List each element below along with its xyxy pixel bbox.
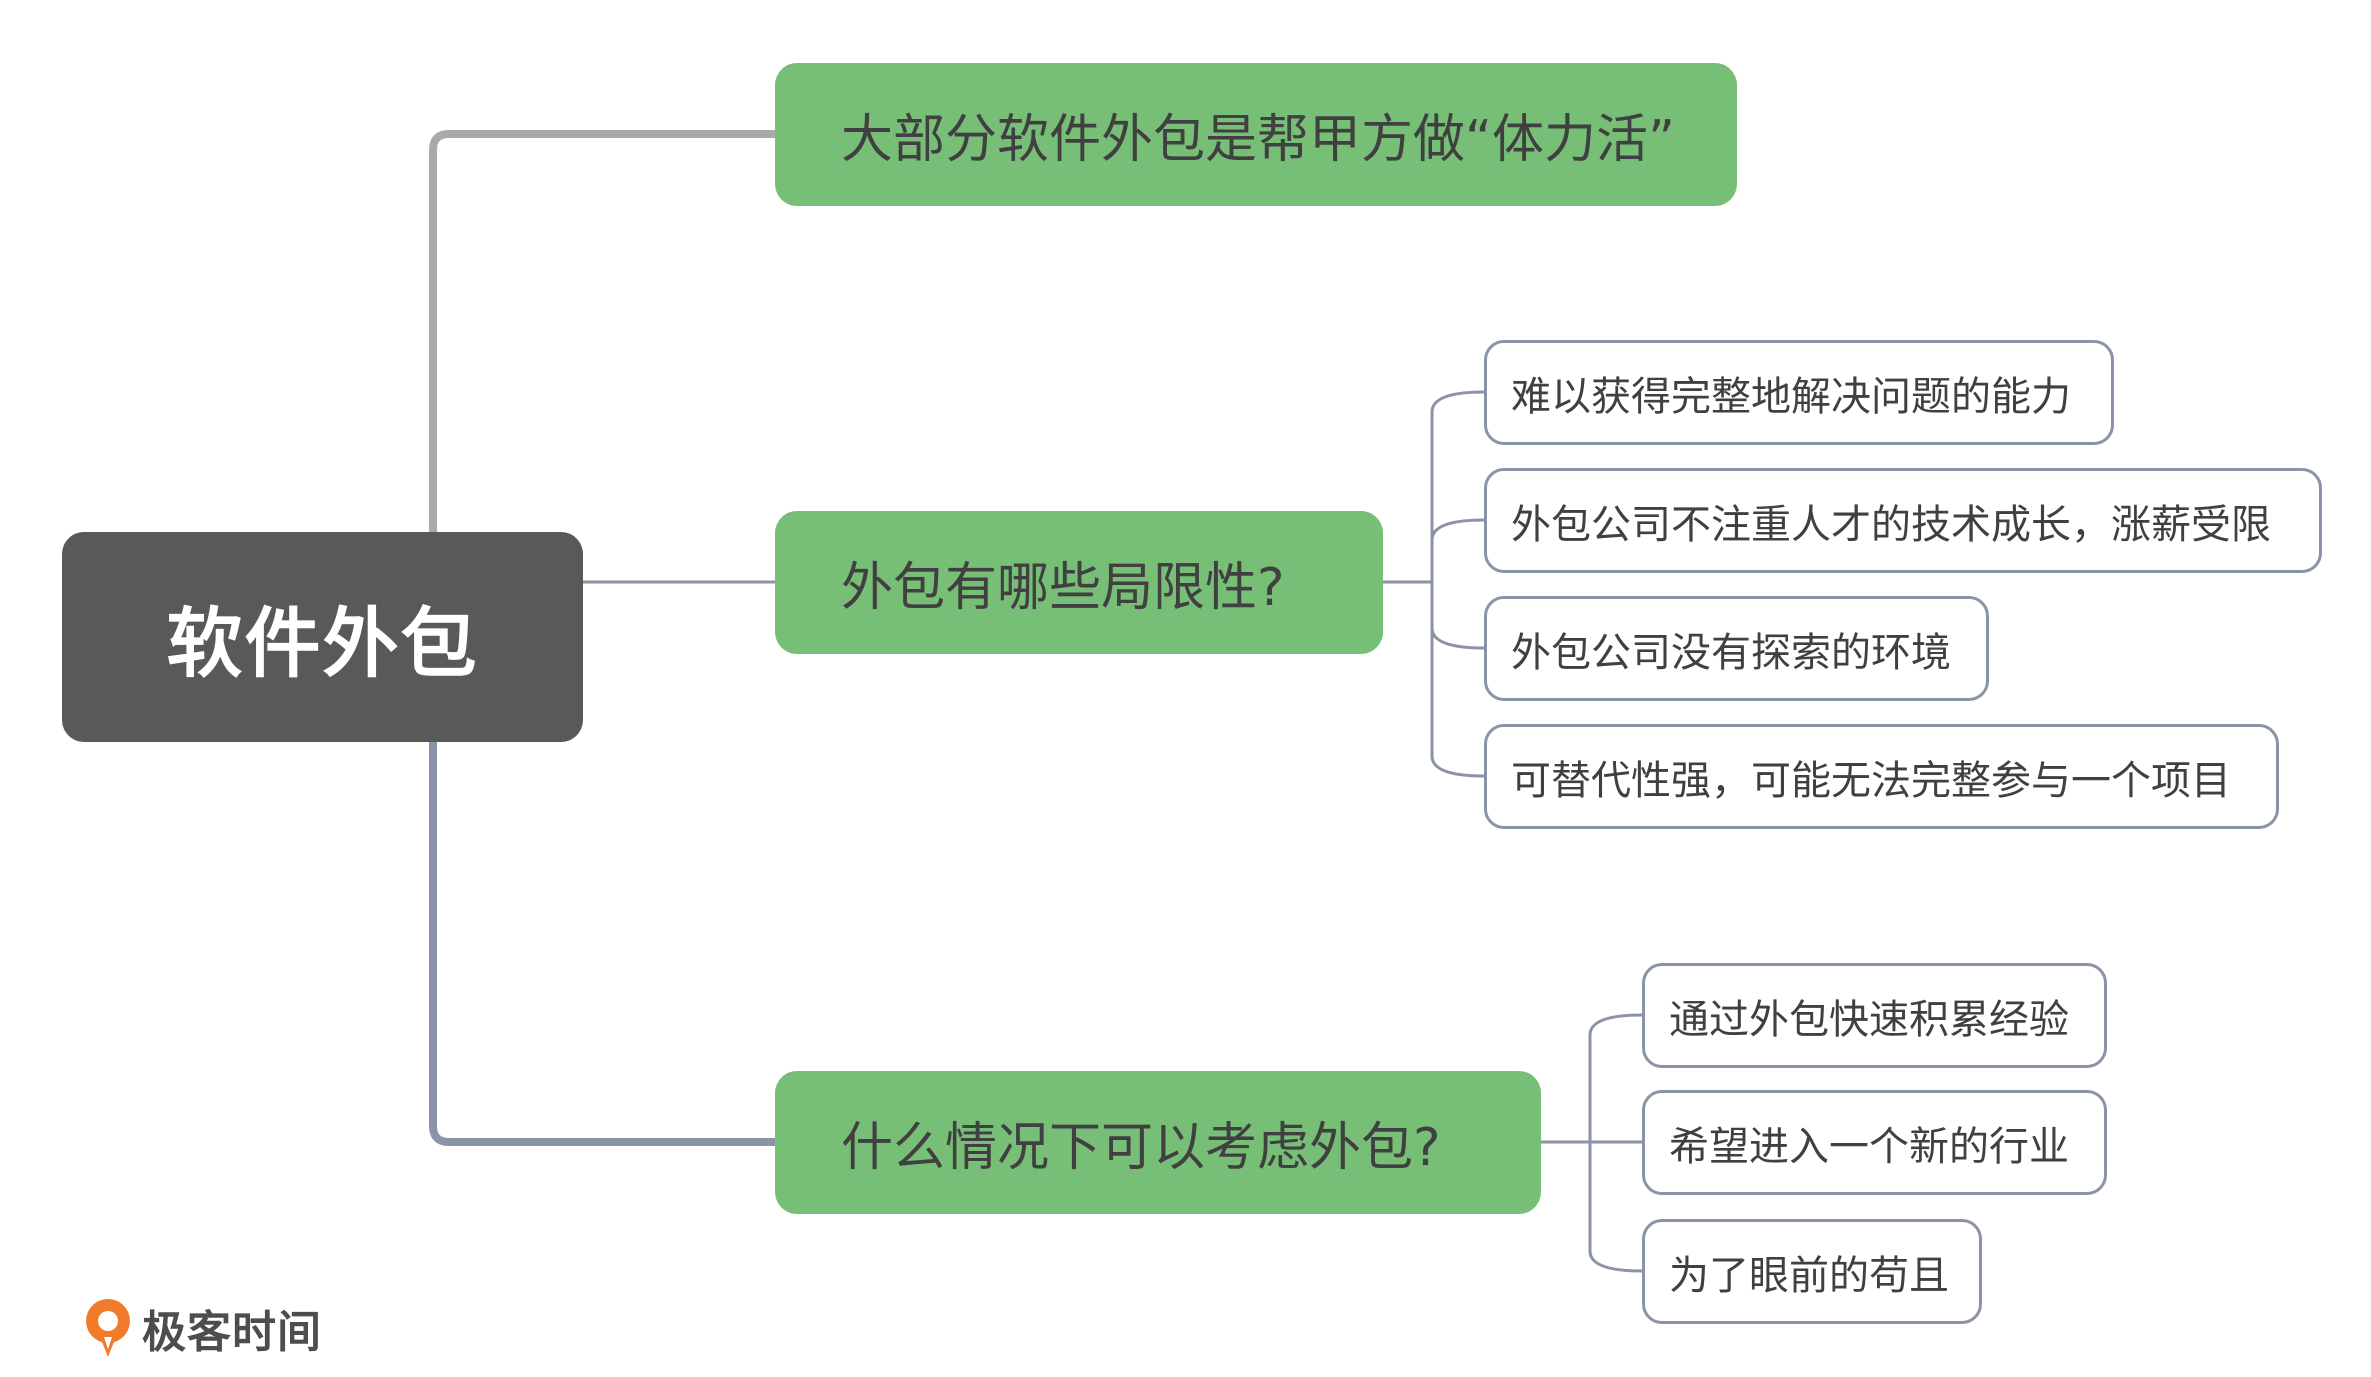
leaf-node-3-2[interactable]: 希望进入一个新的行业 (1642, 1090, 2107, 1195)
leaf-node-2-3[interactable]: 外包公司没有探索的环境 (1484, 596, 1989, 701)
leaf-node-3-3-label: 为了眼前的苟且 (1669, 1252, 1949, 1299)
root-node-label: 软件外包 (166, 599, 479, 688)
branch-node-3[interactable]: 什么情况下可以考虑外包? (775, 1071, 1541, 1214)
connector-leaf-2-2 (1430, 518, 1485, 541)
connector-root-branch-3 (429, 738, 779, 1146)
connector-leaf-2-3 (1430, 627, 1485, 650)
connector-root-branch-1 (429, 130, 779, 536)
leaf-node-2-4[interactable]: 可替代性强，可能无法完整参与一个项目 (1484, 724, 2279, 829)
brand-logo: 极客时间 (82, 1296, 322, 1360)
geektime-logo-icon (86, 1299, 130, 1357)
leaf-node-3-1[interactable]: 通过外包快速积累经验 (1642, 963, 2107, 1068)
root-node[interactable]: 软件外包 (62, 532, 583, 742)
leaf-node-2-2-label: 外包公司不注重人才的技术成长，涨薪受限 (1511, 501, 2271, 548)
leaf-node-2-2[interactable]: 外包公司不注重人才的技术成长，涨薪受限 (1484, 468, 2322, 573)
branch-node-1[interactable]: 大部分软件外包是帮甲方做“体力活” (775, 63, 1737, 206)
leaf-node-2-1-label: 难以获得完整地解决问题的能力 (1511, 373, 2071, 420)
connector-branch-2-spine (1430, 390, 1485, 778)
leaf-node-3-2-label: 希望进入一个新的行业 (1669, 1123, 2069, 1170)
leaf-node-3-1-label: 通过外包快速积累经验 (1669, 996, 2069, 1043)
leaf-node-3-3[interactable]: 为了眼前的苟且 (1642, 1219, 1982, 1324)
branch-node-2[interactable]: 外包有哪些局限性? (775, 511, 1383, 654)
leaf-node-2-3-label: 外包公司没有探索的环境 (1511, 629, 1951, 676)
branch-node-1-label: 大部分软件外包是帮甲方做“体力活” (841, 110, 1675, 170)
leaf-node-2-4-label: 可替代性强，可能无法完整参与一个项目 (1511, 757, 2231, 804)
branch-node-3-label: 什么情况下可以考虑外包? (841, 1118, 1441, 1178)
branch-node-2-label: 外包有哪些局限性? (841, 558, 1285, 618)
brand-name: 极客时间 (142, 1307, 322, 1358)
leaf-node-2-1[interactable]: 难以获得完整地解决问题的能力 (1484, 340, 2114, 445)
